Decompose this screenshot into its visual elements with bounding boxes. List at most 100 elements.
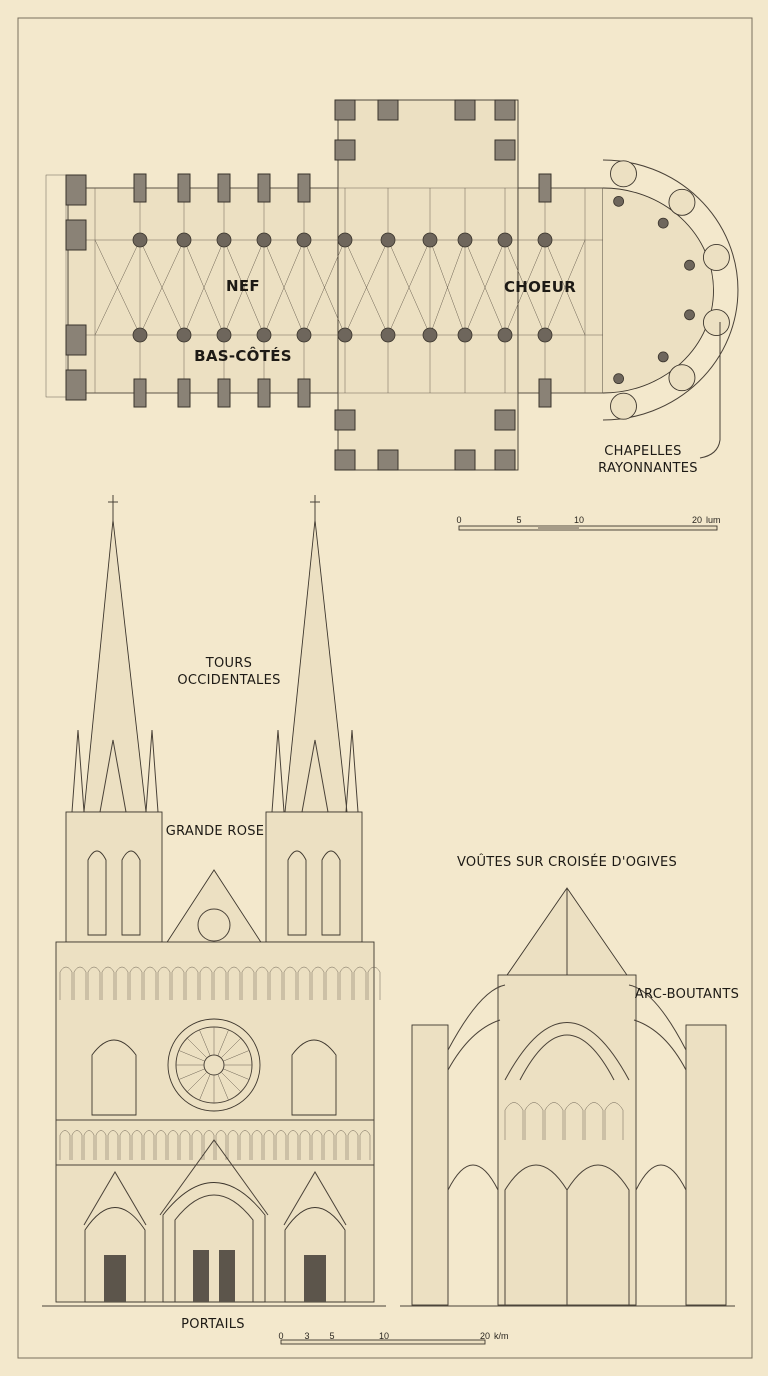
rib-line	[183, 239, 225, 336]
pier	[337, 232, 353, 248]
rose-spoke	[186, 1071, 208, 1093]
pier	[132, 327, 148, 343]
nave-arcade-arch	[504, 1164, 568, 1305]
transept-pier	[494, 99, 516, 121]
pier	[380, 232, 396, 248]
south-spire	[284, 519, 348, 813]
scale-bar-track	[458, 525, 718, 531]
rib-line	[504, 239, 546, 336]
arcade-arch	[107, 1130, 119, 1160]
scale-tick-label: 5	[516, 515, 521, 525]
transept-pier	[454, 99, 476, 121]
central-portal	[162, 1182, 266, 1303]
cross-section: VOÛTES SUR CROISÉE D'OGIVES ARC-BOUTANTS	[400, 854, 739, 1307]
portal-gables	[83, 1139, 347, 1226]
pier	[497, 327, 513, 343]
pier	[216, 327, 232, 343]
scale-tick-label: 10	[574, 515, 584, 525]
label-buttresses: ARC-BOUTANTS	[635, 987, 739, 1002]
north-tower	[65, 811, 163, 943]
floor-plan: NEF BAS-CÔTÉS CHOEUR CHAPELLES RAYONNANT…	[45, 99, 739, 531]
rose-spoke	[223, 1050, 250, 1062]
arcade-arch	[73, 966, 87, 1000]
arcade-arch	[71, 1130, 83, 1160]
triforium-arch	[584, 1102, 604, 1140]
rib-line	[303, 239, 346, 336]
north-spire	[83, 519, 147, 813]
arcade-arch	[283, 966, 297, 1000]
arcade-arch	[227, 1130, 239, 1160]
scale-bar-track	[280, 1339, 486, 1345]
wall-buttress	[133, 173, 147, 203]
chapel	[702, 309, 730, 336]
scale-unit: k/m	[494, 1331, 509, 1341]
pinnacles	[271, 729, 359, 813]
triforium-arch	[524, 1102, 544, 1140]
arcade-arch	[323, 1130, 335, 1160]
central-gable	[161, 869, 267, 951]
rose-spoke	[178, 1050, 205, 1062]
chapel	[702, 244, 730, 271]
arcade-arch	[263, 1130, 275, 1160]
lancet-window	[121, 850, 141, 936]
rib-vault-inner	[519, 1034, 615, 1081]
side-window	[91, 1039, 137, 1116]
portal-archivolt	[174, 1194, 254, 1302]
arcade-arch	[311, 1130, 323, 1160]
pier	[537, 327, 553, 343]
rose-spoke	[220, 1071, 242, 1093]
pier	[497, 232, 513, 248]
arcade-arch	[297, 966, 311, 1000]
transept-pier	[494, 139, 516, 161]
wall-buttress	[217, 378, 231, 408]
scale-tick-label: 0	[278, 1331, 283, 1341]
pier	[132, 232, 148, 248]
arcade-arch	[203, 1130, 215, 1160]
chapel	[610, 160, 637, 188]
rose-window	[167, 1018, 261, 1112]
label-portals: PORTAILS	[181, 1317, 245, 1332]
arcade-arch	[311, 966, 325, 1000]
chapel	[610, 392, 637, 420]
rib-line	[429, 239, 466, 336]
arcade-arch	[157, 966, 171, 1000]
rose-spoke	[217, 1074, 229, 1101]
transept-pier	[334, 409, 356, 431]
arcade-arch	[353, 966, 367, 1000]
pier	[176, 232, 192, 248]
arcade-arch	[359, 1130, 371, 1160]
pier	[422, 232, 438, 248]
tower-windows	[87, 850, 341, 936]
arcade-arch	[325, 966, 339, 1000]
south-tower	[265, 811, 363, 943]
facade-buttress	[65, 219, 87, 251]
gable-oculus	[197, 908, 231, 942]
arcade-arch	[129, 966, 143, 1000]
nave-arcade-arch	[566, 1164, 630, 1305]
flying-buttress-south	[628, 984, 687, 1071]
label-nave: NEF	[226, 277, 260, 295]
pier	[537, 232, 553, 248]
rib-line	[544, 239, 586, 336]
rib-line	[344, 239, 389, 336]
vault-lines	[80, 187, 603, 394]
facade-buttress	[65, 369, 87, 401]
arcade-arch	[215, 1130, 227, 1160]
transept-pier	[454, 449, 476, 471]
rib-vault	[504, 1022, 630, 1081]
choir-outline	[517, 187, 604, 394]
label-towers-1: TOURS	[205, 656, 252, 671]
aisle-arch	[447, 1164, 499, 1305]
arcade-arch	[227, 966, 241, 1000]
pier	[296, 327, 312, 343]
arcade-arch	[87, 966, 101, 1000]
chapel	[668, 364, 696, 392]
wall-buttress	[257, 173, 271, 203]
transept-pier	[377, 99, 399, 121]
arcade-arch	[185, 966, 199, 1000]
wall-buttress	[217, 173, 231, 203]
arcade-arch	[339, 966, 353, 1000]
pier	[256, 327, 272, 343]
plan-parvis	[45, 174, 67, 398]
portal-door	[104, 1255, 126, 1302]
